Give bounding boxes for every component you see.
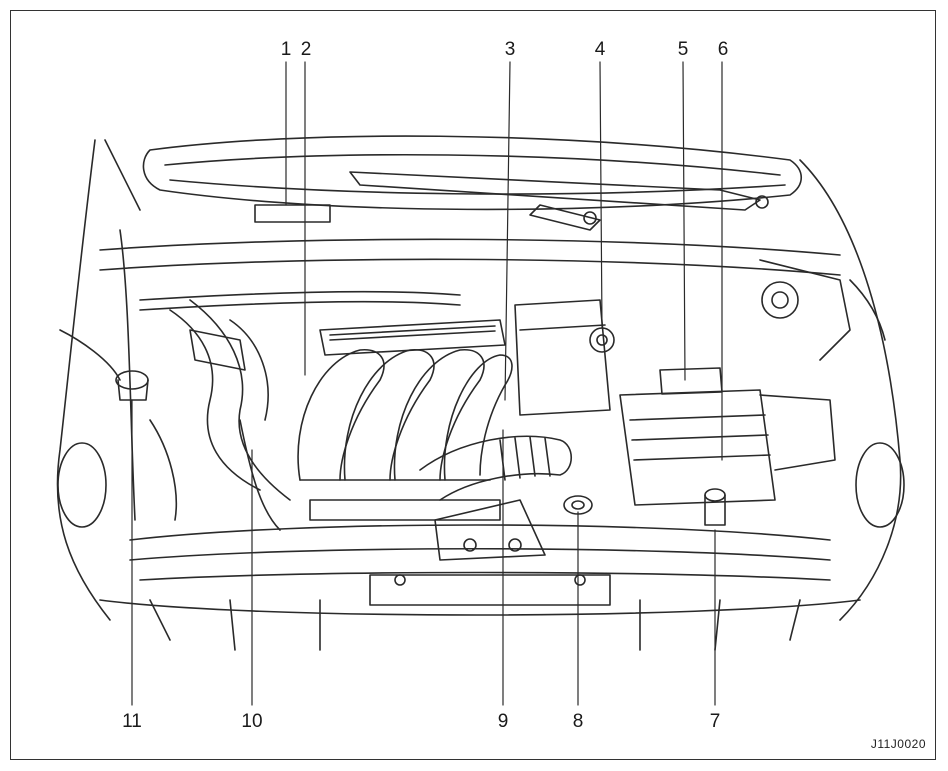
battery-and-fuse-box (619, 367, 836, 506)
air-intake-duct (419, 435, 573, 561)
radiator-cap (563, 495, 593, 515)
hoses-left (149, 299, 291, 531)
figure-frame (10, 10, 936, 760)
brake-fluid-reservoir (115, 370, 149, 401)
callout-4: 4 (594, 39, 606, 60)
strut-bar (99, 238, 841, 311)
callout-3: 3 (504, 39, 516, 60)
front-radiator-support (99, 524, 861, 651)
cowl-panel (142, 135, 803, 231)
right-fender (759, 159, 905, 621)
callout-7: 7 (709, 711, 721, 732)
left-fender (56, 139, 141, 621)
callout-8: 8 (572, 711, 584, 732)
callout-6: 6 (717, 39, 729, 60)
figure-code: J11J0020 (870, 737, 926, 751)
callout-5: 5 (677, 39, 689, 60)
callout-9: 9 (497, 711, 509, 732)
callout-2: 2 (300, 39, 312, 60)
callout-10: 10 (241, 711, 263, 732)
leader-lines (131, 61, 723, 706)
engine-cover (514, 299, 615, 416)
washer-reservoir (704, 488, 726, 526)
callout-11: 11 (122, 711, 142, 732)
callout-1: 1 (280, 39, 292, 60)
intake-manifold (297, 319, 513, 521)
